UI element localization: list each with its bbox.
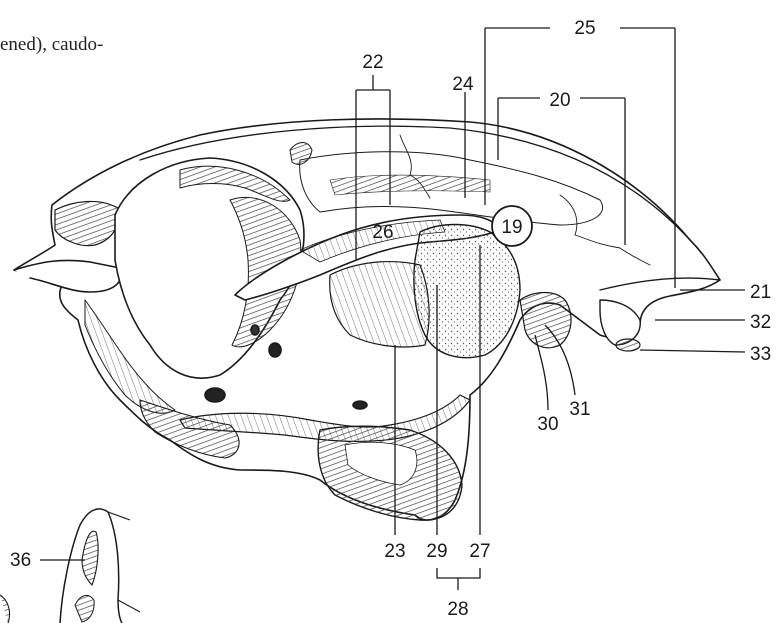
callout-22: 22 xyxy=(362,52,383,73)
skull-drawing xyxy=(14,119,720,520)
rostrum-hatching xyxy=(55,201,119,245)
callout-19: 19 xyxy=(501,217,522,238)
occipital-region xyxy=(520,293,571,348)
temporal-ridge-hatching xyxy=(330,175,490,195)
callout-20: 20 xyxy=(549,90,570,111)
leader-25 xyxy=(485,28,675,288)
tooth-row xyxy=(140,400,239,458)
foramen-4 xyxy=(205,388,225,402)
secondary-bone-cavity xyxy=(82,531,98,585)
leader-33 xyxy=(640,350,745,352)
postorbital-process xyxy=(290,143,312,165)
foramen-1 xyxy=(269,343,281,357)
callout-27: 27 xyxy=(469,541,490,562)
auditory-region xyxy=(330,262,429,347)
callout-36: 36 xyxy=(10,550,31,571)
condyle-tip xyxy=(616,339,640,351)
callout-33: 33 xyxy=(750,344,771,365)
callout-21: 21 xyxy=(750,282,771,303)
callout-31: 31 xyxy=(569,399,590,420)
callout-26: 26 xyxy=(372,222,393,243)
edge-fragment xyxy=(0,595,10,623)
leader-28 xyxy=(437,568,480,590)
foramen-2 xyxy=(251,325,259,335)
callout-24: 24 xyxy=(452,74,474,95)
callout-28: 28 xyxy=(447,599,468,620)
callout-29: 29 xyxy=(426,541,447,562)
callout-23: 23 xyxy=(384,541,405,562)
callout-25: 25 xyxy=(574,18,595,39)
secondary-leader-2 xyxy=(118,600,140,612)
suture-2 xyxy=(560,195,650,265)
rostrum xyxy=(14,260,121,292)
callout-32: 32 xyxy=(750,312,771,333)
secondary-bone-lower-cavity xyxy=(75,595,94,622)
paroccipital-process xyxy=(600,300,640,345)
callout-30: 30 xyxy=(537,414,558,435)
foramen-3 xyxy=(353,401,367,409)
